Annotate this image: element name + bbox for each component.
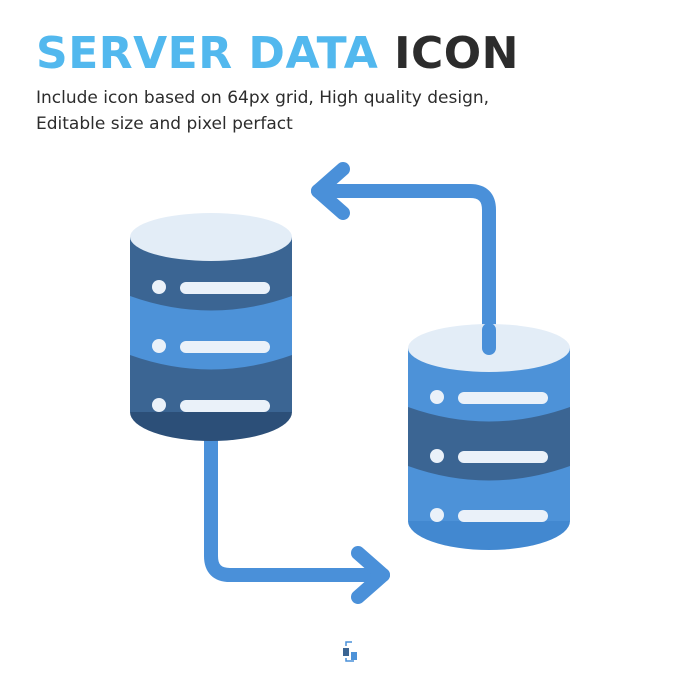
subtitle-line-2: Editable size and pixel perfact (36, 114, 293, 134)
right-server-icon (408, 323, 570, 550)
title-accent-text: SERVER DATA (36, 28, 379, 79)
transfer-arrow-top-icon (311, 162, 496, 355)
left-server-icon (130, 213, 292, 441)
small-server-watermark-icon (343, 641, 357, 662)
transfer-arrow-bottom-icon (204, 433, 390, 604)
page-subtitle: Include icon based on 64px grid, High qu… (36, 85, 676, 137)
subtitle-line-1: Include icon based on 64px grid, High qu… (36, 88, 490, 108)
title-dark-text: ICON (394, 28, 519, 79)
page-title: SERVER DATA ICON (36, 26, 519, 82)
